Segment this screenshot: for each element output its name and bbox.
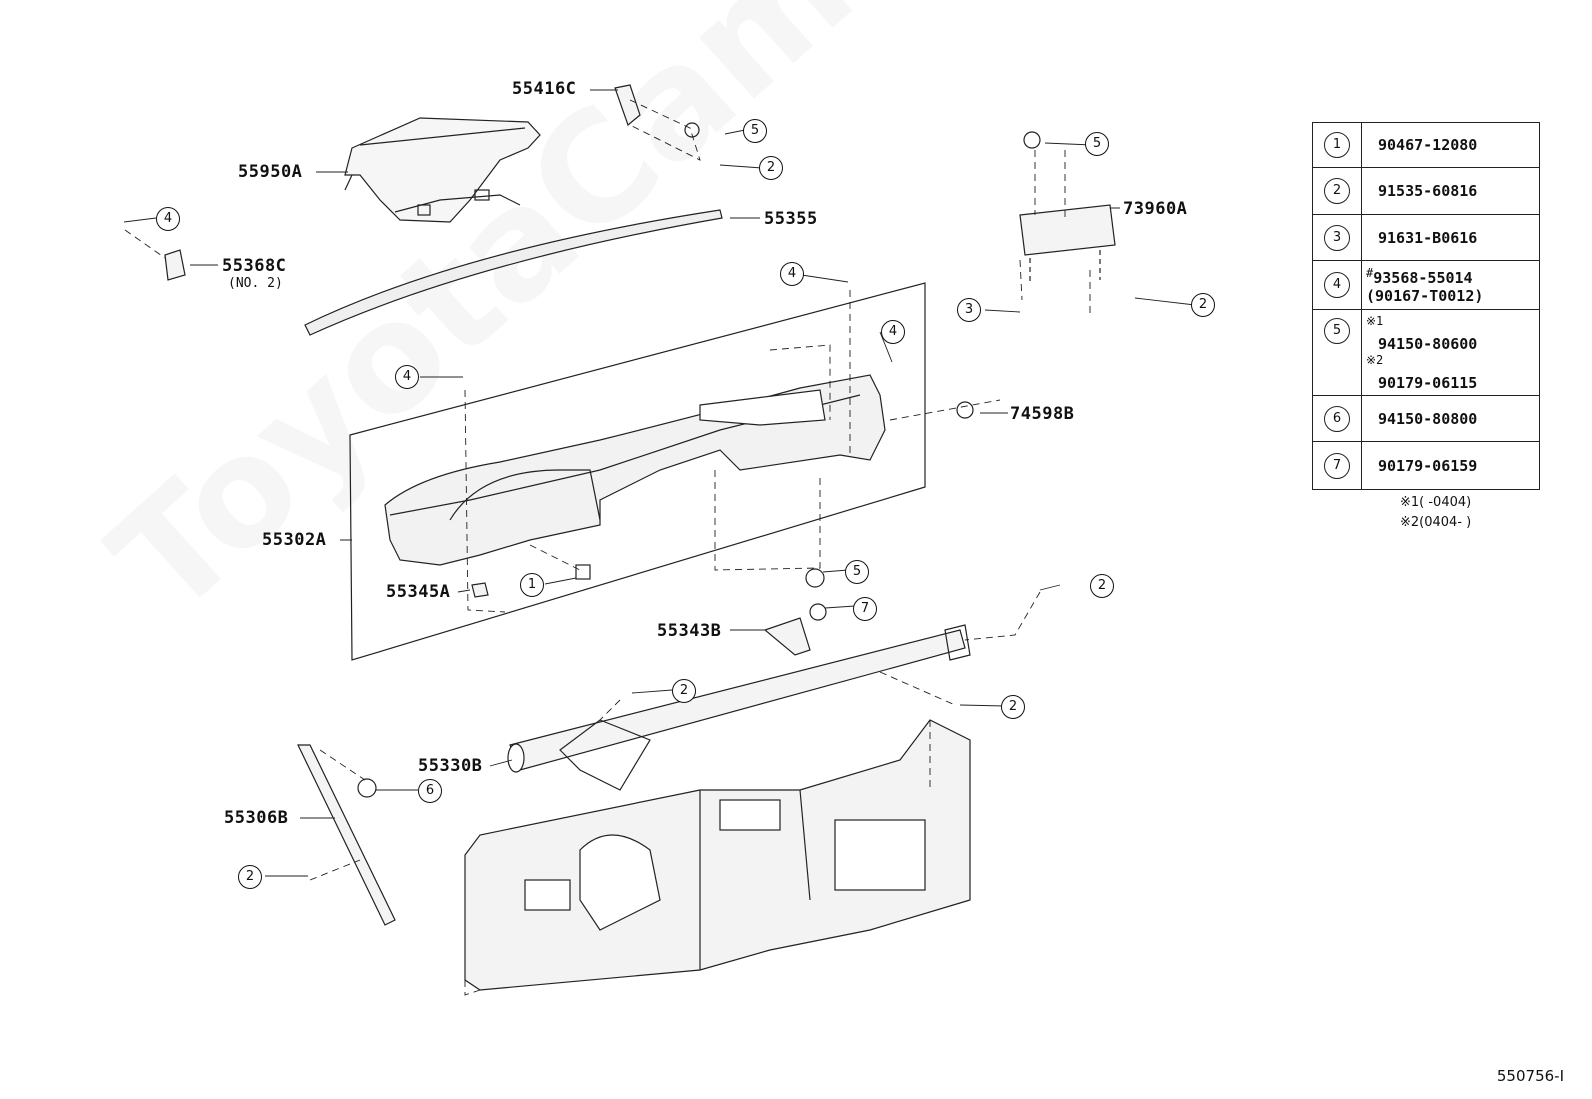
callout-4: 4	[395, 365, 419, 389]
callout-1: 1	[520, 573, 544, 597]
footnote-1: ※1( -0404)	[1400, 495, 1472, 510]
nut-icon	[1023, 131, 1041, 149]
label-55343b: 55343B	[657, 621, 722, 641]
nut-icon	[684, 122, 700, 138]
parts-legend-table: 1 90467-12080 2 91535-60816 3 91631-B061…	[1312, 122, 1540, 490]
callout-2: 2	[1090, 574, 1114, 598]
mark-hash: #	[1366, 265, 1374, 280]
ref-number: 3	[1324, 224, 1350, 251]
label-74598b: 74598B	[1010, 404, 1075, 424]
ref-number: 7	[1324, 452, 1350, 479]
label-55416c: 55416C	[512, 79, 577, 99]
label-55368c: 55368C	[222, 256, 287, 276]
label-55950a: 55950A	[238, 162, 303, 182]
callout-5: 5	[1085, 132, 1109, 156]
diagram-code: 550756-I	[1496, 1067, 1564, 1085]
part-number: 91631-B0616	[1361, 214, 1540, 261]
bracket-55368c	[164, 249, 186, 281]
callout-2: 2	[1001, 695, 1025, 719]
sensor-unit	[1019, 204, 1116, 285]
callout-3: 3	[957, 298, 981, 322]
ref-number: 6	[1324, 405, 1350, 432]
callout-7: 7	[853, 597, 877, 621]
callout-6: 6	[418, 779, 442, 803]
callout-5: 5	[845, 560, 869, 584]
legend-row: 5 ※1 94150-80600 ※2 90179-06115	[1312, 309, 1540, 396]
bracket-55416c	[614, 84, 641, 127]
legend-row: 1 90467-12080	[1312, 122, 1540, 168]
part-number: 94150-80600	[1378, 334, 1478, 353]
label-55306b: 55306B	[224, 808, 289, 828]
callout-4: 4	[780, 262, 804, 286]
windshield-strip	[304, 209, 723, 336]
ref-number: 4	[1324, 272, 1350, 298]
ref-number: 5	[1324, 318, 1350, 344]
part-number-alt: 90179-06115	[1378, 373, 1478, 392]
callout-5: 5	[743, 119, 767, 143]
callout-2: 2	[672, 679, 696, 703]
brace	[297, 744, 396, 926]
callout-4: 4	[156, 207, 180, 231]
mark-1: ※1	[1366, 313, 1384, 328]
mark-2: ※2	[1366, 352, 1384, 367]
legend-row: 7 90179-06159	[1312, 441, 1540, 490]
label-73960a: 73960A	[1123, 199, 1188, 219]
part-number: 91535-60816	[1361, 167, 1540, 215]
plug-74598b	[956, 401, 974, 419]
callout-2: 2	[238, 865, 262, 889]
reinforcement-tube	[507, 624, 971, 791]
label-55345a: 55345A	[386, 582, 451, 602]
footnote-2: ※2(0404- )	[1400, 515, 1472, 530]
safety-pad-frame	[349, 282, 926, 661]
label-55368c-note: (NO. 2)	[228, 276, 283, 291]
clip-55345a	[471, 582, 489, 598]
callout-2: 2	[1191, 293, 1215, 317]
part-number: 90179-06159	[1361, 441, 1540, 490]
callout-4: 4	[881, 320, 905, 344]
label-55330b: 55330B	[418, 756, 483, 776]
legend-row: 2 91535-60816	[1312, 167, 1540, 215]
clip-icon	[805, 568, 825, 588]
clip-icon	[575, 564, 591, 580]
label-55302a: 55302A	[262, 530, 327, 550]
part-number-alt: (90167-T0012)	[1366, 286, 1484, 305]
part-number: 93568-55014	[1373, 268, 1473, 287]
nut-icon	[357, 778, 377, 798]
legend-row: 3 91631-B0616	[1312, 214, 1540, 261]
ref-number: 2	[1324, 178, 1350, 204]
callout-2: 2	[759, 156, 783, 180]
defroster-nozzle	[344, 117, 541, 223]
nut-icon	[809, 603, 827, 621]
bracket-55343b	[763, 617, 811, 656]
part-number: 90467-12080	[1361, 122, 1540, 168]
part-number: 94150-80800	[1361, 395, 1540, 442]
legend-row: 4 #93568-55014 (90167-T0012)	[1312, 260, 1540, 310]
safety-pad	[384, 374, 886, 566]
ref-number: 1	[1324, 132, 1350, 158]
label-55355: 55355	[764, 209, 818, 229]
legend-row: 6 94150-80800	[1312, 395, 1540, 442]
instrument-panel-lower	[464, 719, 971, 991]
